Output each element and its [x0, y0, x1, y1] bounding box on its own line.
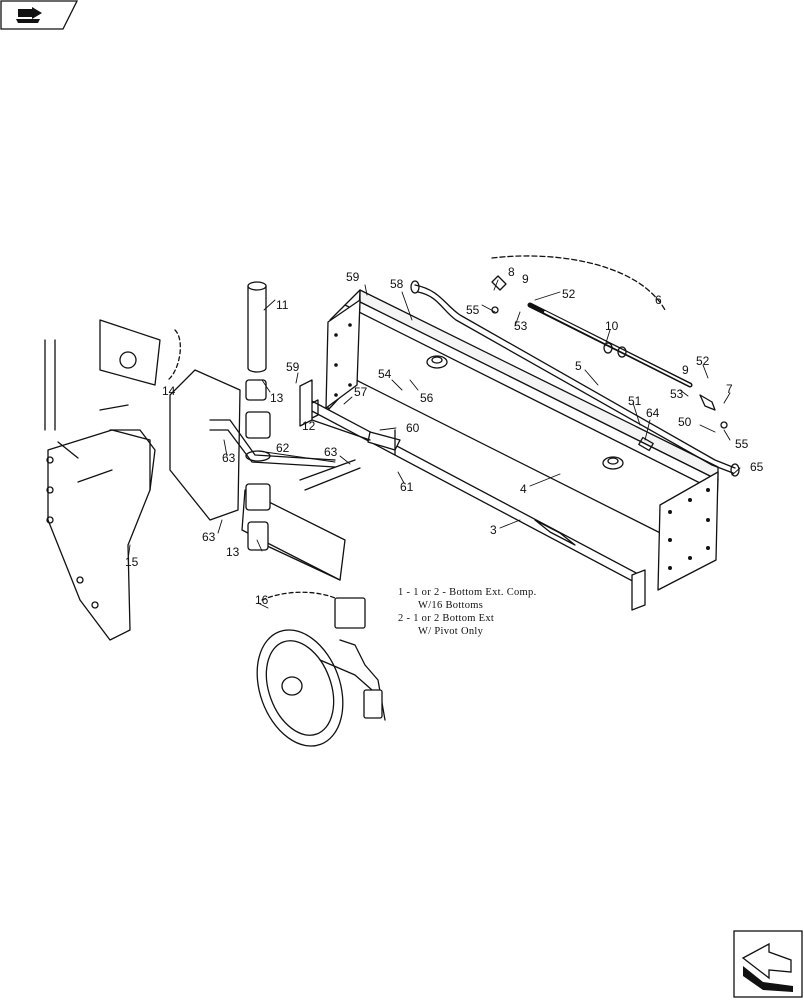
- callout-5: 5: [575, 359, 582, 373]
- callout-13b: 13: [226, 545, 240, 559]
- callout-16: 16: [255, 593, 269, 607]
- callout-54: 54: [378, 367, 392, 381]
- callout-58: 58: [390, 277, 404, 291]
- brace: [299, 379, 396, 456]
- callout-63c: 63: [202, 530, 216, 544]
- callout-7: 7: [726, 382, 733, 396]
- note-line-4: W/ Pivot Only: [418, 626, 484, 637]
- callout-9: 9: [522, 272, 529, 286]
- next-page-arrow-icon[interactable]: [733, 930, 803, 998]
- callout-57: 57: [354, 385, 368, 399]
- callout-63: 63: [222, 451, 236, 465]
- callout-56: 56: [420, 391, 434, 405]
- callout-8: 8: [508, 265, 515, 279]
- callout-3: 3: [490, 523, 497, 537]
- note-line-3: 2 - 1 or 2 Bottom Ext: [398, 613, 495, 624]
- callout-labels: 11 59 58 8 9 52 6 55 53 10 14 59 13 54 5…: [125, 265, 764, 607]
- turnbuckle-assembly: [491, 255, 728, 429]
- callout-13: 13: [270, 391, 284, 405]
- callout-62: 62: [276, 441, 290, 455]
- coulter-mount: [44, 319, 181, 641]
- callout-6: 6: [655, 293, 662, 307]
- callout-65: 65: [750, 460, 764, 474]
- callout-61: 61: [400, 480, 414, 494]
- gauge-wheel: [256, 591, 386, 747]
- callout-15: 15: [125, 555, 139, 569]
- main-beam: [325, 289, 719, 591]
- callout-63b: 63: [324, 445, 338, 459]
- tie-rod: [410, 280, 740, 477]
- callout-10: 10: [605, 319, 619, 333]
- book-arrow-icon[interactable]: [0, 0, 79, 30]
- callout-12: 12: [302, 419, 316, 433]
- callout-60: 60: [406, 421, 420, 435]
- callout-14: 14: [162, 384, 176, 398]
- note-line-2: W/16 Bottoms: [418, 600, 484, 611]
- callout-52: 52: [562, 287, 576, 301]
- callout-52b: 52: [696, 354, 710, 368]
- upright-post: [247, 281, 267, 373]
- callout-51: 51: [628, 394, 642, 408]
- callout-9b: 9: [682, 363, 689, 377]
- callout-53: 53: [514, 319, 528, 333]
- callout-11: 11: [276, 298, 289, 312]
- callout-50: 50: [678, 415, 692, 429]
- callout-55b: 55: [735, 437, 749, 451]
- callout-55: 55: [466, 303, 480, 317]
- note-line-1: 1 - 1 or 2 - Bottom Ext. Comp.: [398, 587, 537, 598]
- leader-lines: [127, 279, 741, 609]
- callout-64: 64: [646, 406, 660, 420]
- callout-59: 59: [346, 270, 360, 284]
- callout-59b: 59: [286, 360, 300, 374]
- callout-4: 4: [520, 482, 527, 496]
- callout-53b: 53: [670, 387, 684, 401]
- bottom-notes: 1 - 1 or 2 - Bottom Ext. Comp. W/16 Bott…: [398, 586, 537, 638]
- pivot-bracket: [169, 369, 361, 581]
